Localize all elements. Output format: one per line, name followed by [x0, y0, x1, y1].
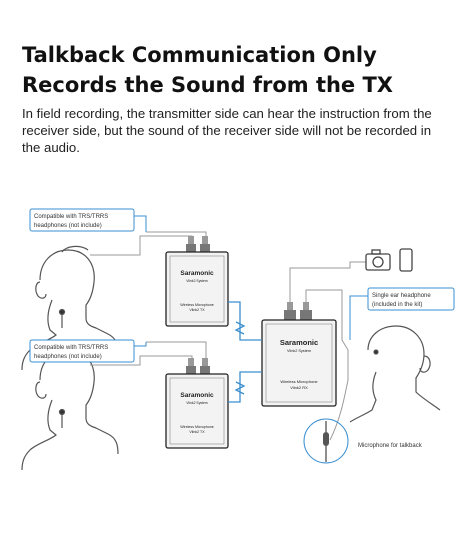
rx-headphone-label-b: (included in the kit) — [372, 302, 422, 308]
rx-model-line2: Vlink2 RX — [290, 385, 308, 390]
rx-system: Vlink2 System — [287, 349, 311, 353]
tx-headphones-label-1a: Compatible with TRS/TRRS — [34, 214, 108, 220]
tx2-model-line2: Vlink2 TX — [189, 430, 205, 434]
page-description: In field recording, the transmitter side… — [22, 106, 432, 155]
tx1-model-line2: Vlink2 TX — [189, 308, 205, 312]
callout-boxes — [29, 208, 455, 363]
tx1-system: Vlink2 System — [186, 279, 208, 283]
callout-leaders — [134, 215, 368, 464]
person-3-head-icon — [349, 325, 441, 423]
phone-icon — [399, 248, 413, 272]
tx2-system: Vlink2 System — [186, 401, 208, 405]
wireless-links — [228, 301, 262, 403]
tx-headphones-label-2a: Compatible with TRS/TRRS — [34, 345, 108, 351]
rx-headphone-label-a: Single ear headphone — [372, 293, 431, 299]
tx1-device: Saramonic Vlink2 System Wireless Microph… — [165, 236, 229, 327]
tx2-brand: Saramonic — [180, 392, 214, 399]
page-title: Talkback Communication Only Records the … — [22, 43, 393, 97]
mic-talkback-label: Microphone for talkback — [358, 443, 423, 449]
tx-headphones-label-2b: headphones (not include) — [34, 354, 102, 360]
mic-talkback-icon — [323, 421, 329, 462]
tx1-model-line1: Wireless Microphone — [180, 303, 214, 307]
rx-device: Saramonic Vlink2 System Wireless Microph… — [261, 302, 337, 407]
rx-brand: Saramonic — [280, 338, 318, 347]
tx1-brand: Saramonic — [180, 270, 214, 277]
tx2-device: Saramonic Vlink2 System Wireless Microph… — [165, 358, 229, 449]
rx-model-line1: Wireless Microphone — [280, 379, 318, 384]
tx-headphones-label-1b: headphones (not include) — [34, 223, 102, 229]
camera-icon — [365, 249, 391, 271]
tx2-model-line1: Wireless Microphone — [180, 425, 214, 429]
